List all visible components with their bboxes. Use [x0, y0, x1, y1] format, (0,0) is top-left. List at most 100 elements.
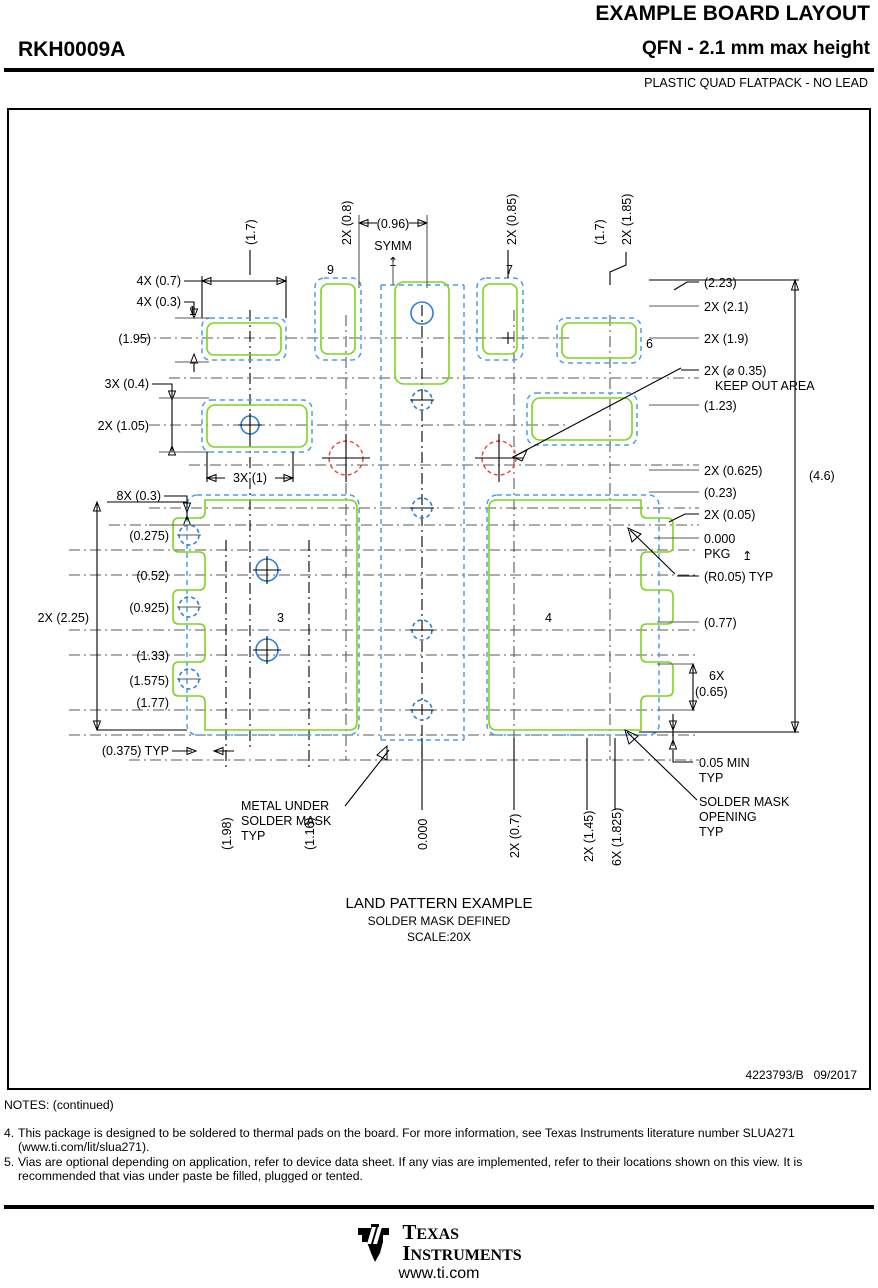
document-number: 4223793/B 09/2017 — [746, 1068, 857, 1082]
part-number: RKH0009A — [18, 38, 126, 61]
dim-1-95: (1.95) — [118, 332, 151, 346]
footer-divider — [4, 1205, 874, 1209]
note-item: 5. Vias are optional depending on applic… — [4, 1155, 872, 1183]
dim-0-96: (0.96) — [377, 217, 410, 231]
dim-0-05-min: 0.05 MIN — [699, 756, 750, 770]
metal-under-mask-1: METAL UNDER — [241, 799, 329, 813]
pkg-centerline-symbol: ↥ — [742, 549, 752, 563]
solder-mask-opening-1: SOLDER MASK — [699, 795, 790, 809]
dim-1-23: (1.23) — [704, 399, 737, 413]
note-text: Vias are optional depending on applicati… — [18, 1155, 803, 1183]
pin-label-6: 6 — [646, 337, 653, 351]
dim-8x-0-3: 8X (0.3) — [117, 489, 161, 503]
centre-vias — [410, 389, 434, 721]
right-dimension-labels: (2.23) 2X (2.1) 2X (1.9) 2X (⌀ 0.35) KEE… — [511, 276, 835, 839]
dim-0-05-min-typ: TYP — [699, 771, 723, 785]
dimension-lines — [69, 305, 699, 770]
dim-2x-2-1: 2X (2.1) — [704, 300, 748, 314]
dim-0-52: (0.52) — [136, 569, 169, 583]
dim-3x-1: 3X (1) — [233, 471, 267, 485]
note-item: 4. This package is designed to be solder… — [4, 1126, 872, 1154]
pad-3: 3 — [172, 494, 360, 736]
dim-1-77: (1.77) — [136, 696, 169, 710]
note-number: 4. — [4, 1126, 15, 1140]
pin-label-4: 4 — [545, 611, 552, 625]
dim-2x-1-9: 2X (1.9) — [704, 332, 748, 346]
pad-7 — [476, 277, 524, 361]
dim-2x-0-7: 2X (0.7) — [508, 814, 522, 858]
bottom-dimension-labels: (1.98) (1.16) 0.000 2X (0.7) 2X (1.45) 6… — [220, 738, 624, 866]
caption-subtitle: SOLDER MASK DEFINED — [367, 914, 511, 928]
package-title: QFN - 2.1 mm max height — [641, 38, 870, 59]
dim-2x-1-85: 2X (1.85) — [620, 194, 634, 245]
brand-line-2: INSTRUMENTS — [402, 1241, 522, 1265]
metal-under-solder-mask-outline — [380, 284, 465, 741]
symm-label: SYMM — [374, 239, 412, 253]
solder-mask-opening-2: OPENING — [699, 810, 757, 824]
pin-label-9: 9 — [327, 263, 334, 277]
dim-1-7-left: (1.7) — [244, 219, 258, 245]
package-subtitle: PLASTIC QUAD FLATPACK - NO LEAD — [644, 76, 868, 90]
dim-2x-2-25: 2X (2.25) — [38, 611, 89, 625]
dim-0-23: (0.23) — [704, 486, 737, 500]
dim-4-6: (4.6) — [809, 469, 835, 483]
dim-2x-0-85: 2X (0.85) — [505, 194, 519, 245]
dim-1-7-right: (1.7) — [593, 219, 607, 245]
notes-section: NOTES: (continued) 4. This package is de… — [4, 1098, 872, 1184]
note-number: 5. — [4, 1155, 15, 1169]
dim-6x-1-825: 6X (1.825) — [610, 808, 624, 866]
dim-6x-top: 6X — [709, 669, 725, 683]
dim-1-98: (1.98) — [220, 817, 234, 850]
pad-8 — [394, 281, 450, 385]
metal-under-mask-2: SOLDER MASK — [241, 814, 332, 828]
dim-2-23: (2.23) — [704, 276, 737, 290]
caption-title: LAND PATTERN EXAMPLE — [345, 895, 533, 912]
keep-out-area-left — [322, 434, 370, 482]
dim-2x-1-05: 2X (1.05) — [98, 419, 149, 433]
ti-logo: TEXAS INSTRUMENTS www.ti.com — [0, 1222, 878, 1283]
left-dimension-labels: 4X (0.7) 4X (0.3) (1.95) 3X (0.4) — [38, 274, 295, 758]
pad-4: 4 — [486, 494, 674, 736]
dim-1-16: (1.16) — [303, 817, 317, 850]
dim-0-77: (0.77) — [704, 616, 737, 630]
top-dimension-labels: (1.7) 2X (0.8) (0.96) SYMM ↥ 2X (0.85) (… — [244, 194, 634, 288]
dim-0-275: (0.275) — [129, 529, 169, 543]
solder-mask-opening-3: TYP — [699, 825, 723, 839]
pkg-centerline-label: PKG — [704, 547, 730, 561]
pad-2 — [201, 399, 313, 453]
drawing-frame: 3 4 1 9 7 6 (1.7) 2X (0.8) (0.96) — [7, 108, 871, 1090]
doc-number-value: 4223793/B — [745, 1068, 804, 1082]
dim-4x-0-3: 4X (0.3) — [137, 295, 181, 309]
dim-keepout: 2X (⌀ 0.35) — [704, 364, 766, 378]
pad-6 — [556, 317, 642, 364]
dim-0-000-bottom: 0.000 — [416, 819, 430, 850]
dim-r0-05-typ: (R0.05) TYP — [704, 570, 773, 584]
dim-1-575: (1.575) — [129, 674, 169, 688]
land-pattern-drawing: 3 4 1 9 7 6 (1.7) 2X (0.8) (0.96) — [38, 194, 835, 866]
pad-5 — [526, 392, 638, 446]
dim-2x-1-45: 2X (1.45) — [582, 811, 596, 862]
pin-label-3: 3 — [277, 611, 284, 625]
pad-1 — [201, 317, 287, 361]
note-text: This package is designed to be soldered … — [18, 1126, 795, 1154]
dim-0-375-typ: (0.375) TYP — [102, 744, 169, 758]
pin-label-1: 1 — [189, 304, 196, 318]
caption-scale: SCALE:20X — [406, 930, 472, 944]
doc-date-value: 09/2017 — [813, 1068, 857, 1082]
pin-label-7: 7 — [506, 263, 513, 277]
dim-0-000-right: 0.000 — [704, 532, 735, 546]
metal-under-mask-3: TYP — [241, 829, 265, 843]
dim-4x-0-7: 4X (0.7) — [137, 274, 181, 288]
dim-2x-0-8: 2X (0.8) — [340, 201, 354, 245]
ti-url[interactable]: www.ti.com — [398, 1265, 480, 1282]
texas-outline-icon — [358, 1224, 390, 1262]
dim-1-33: (1.33) — [136, 649, 169, 663]
brand-line-1: TEXAS — [402, 1220, 460, 1245]
dim-2x-0-625: 2X (0.625) — [704, 464, 762, 478]
dim-3x-0-4: 3X (0.4) — [105, 377, 149, 391]
keep-out-area-label: KEEP OUT AREA — [715, 379, 815, 393]
notes-heading: NOTES: (continued) — [4, 1098, 114, 1112]
page-title: EXAMPLE BOARD LAYOUT — [595, 2, 870, 25]
dim-2x-0-05: 2X (0.05) — [704, 508, 755, 522]
header-divider — [4, 68, 874, 72]
